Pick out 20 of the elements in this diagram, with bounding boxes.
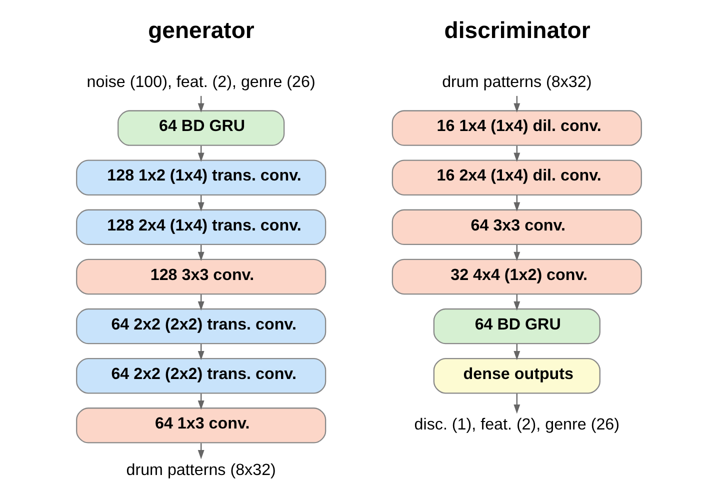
node-box: 32 4x4 (1x2) conv.	[391, 258, 642, 295]
node-text: disc. (1), feat. (2), genre (26)	[414, 416, 620, 434]
label: generator	[148, 17, 254, 44]
node-box: 16 2x4 (1x4) dil. conv.	[391, 160, 642, 196]
arrow	[513, 394, 520, 414]
node-box: 64 3x3 conv.	[391, 209, 642, 246]
node-box: 128 2x4 (1x4) trans. conv.	[76, 209, 326, 246]
node-box: 64 2x2 (2x2) trans. conv.	[76, 308, 326, 344]
node-box: 128 3x3 conv.	[76, 258, 326, 295]
node-text: noise (100), feat. (2), genre (26)	[86, 72, 315, 91]
node-box: 128 1x2 (1x4) trans. conv.	[76, 160, 326, 196]
node-box: 64 1x3 conv.	[76, 408, 326, 444]
node-text: drum patterns (8x32)	[126, 461, 276, 480]
node-box: 16 1x4 (1x4) dil. conv.	[391, 110, 642, 146]
node-box: dense outputs	[432, 358, 600, 394]
node-text: drum patterns (8x32)	[442, 72, 592, 91]
node-box: 64 2x2 (2x2) trans. conv.	[76, 358, 326, 394]
label: discriminator	[444, 17, 590, 44]
node-box: 64 BD GRU	[432, 308, 600, 344]
node-box: 64 BD GRU	[117, 110, 284, 146]
